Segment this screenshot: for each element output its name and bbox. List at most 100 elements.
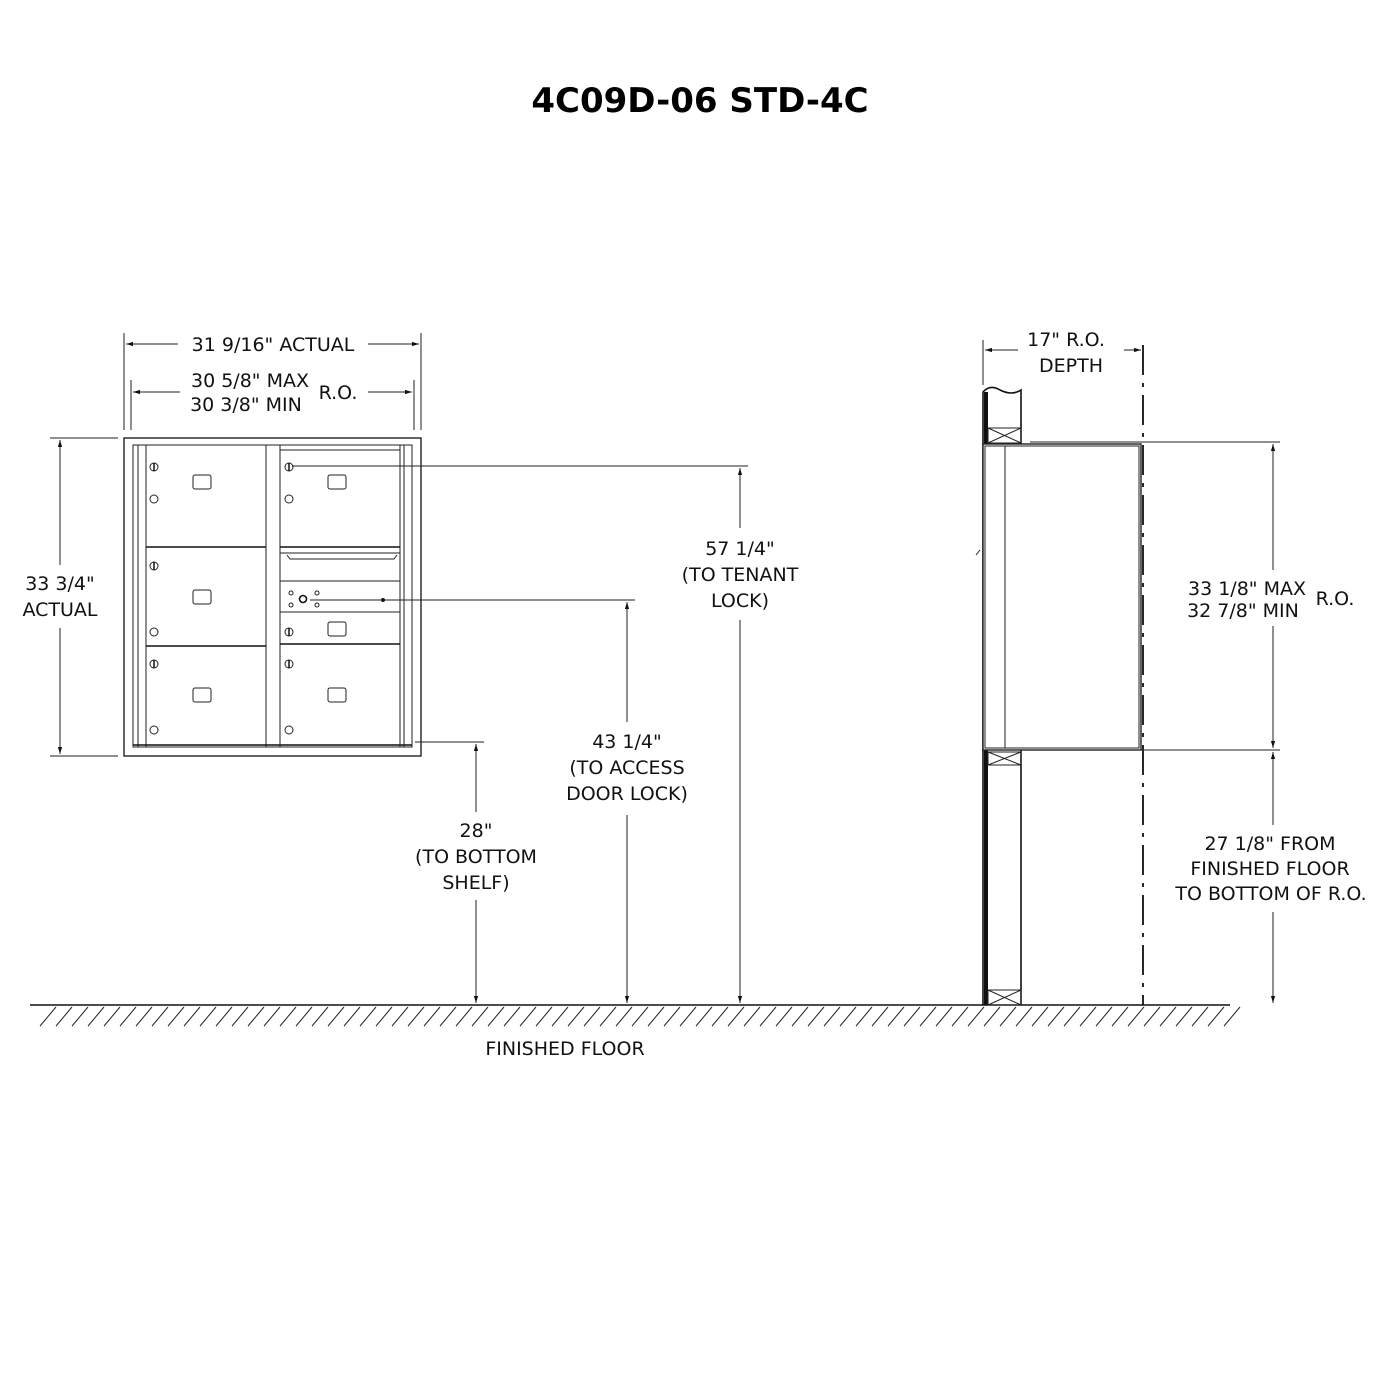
stud-block <box>987 751 1022 766</box>
ro-min-height: 32 7/8" MIN <box>1187 600 1299 622</box>
outgoing-mail-slot <box>280 552 400 582</box>
floor-hatch-line <box>711 1006 729 1027</box>
floor-hatch-line <box>1191 1006 1209 1027</box>
floor-hatch-line <box>1143 1006 1161 1027</box>
ro-max-label: 30 5/8" MAX <box>191 370 309 392</box>
floor-hatch-line <box>983 1006 1001 1027</box>
tenant-door <box>146 462 266 548</box>
floor-hatch-line <box>599 1006 617 1027</box>
floor-hatch-line <box>887 1006 905 1027</box>
floor-hatch-line <box>375 1006 393 1027</box>
floor-hatch-line <box>199 1006 217 1027</box>
bottom-shelf-label: SHELF) <box>442 872 509 894</box>
floor-hatch-line <box>71 1006 89 1027</box>
depth-value: 17" R.O. <box>1027 329 1105 351</box>
floor-hatch-line <box>807 1006 825 1027</box>
tenant-door <box>284 659 347 735</box>
floor-hatch-line <box>87 1006 105 1027</box>
floor-hatch-line <box>519 1006 537 1027</box>
width-actual-label: 31 9/16" ACTUAL <box>192 334 355 356</box>
floor-hatch-line <box>791 1006 809 1027</box>
floor-hatch-line <box>471 1006 489 1027</box>
bottom-shelf-label: (TO BOTTOM <box>415 846 537 868</box>
floor-hatch-line <box>327 1006 345 1027</box>
floor-hatch-line <box>1031 1006 1049 1027</box>
from-floor-height: 27 1/8" FROM <box>1204 833 1335 855</box>
floor-hatch-line <box>1063 1006 1081 1027</box>
floor-hatch-line <box>119 1006 137 1027</box>
floor-hatch-line <box>231 1006 249 1027</box>
access-lock-label: DOOR LOCK) <box>566 783 688 805</box>
floor-hatch-line <box>743 1006 761 1027</box>
mailbox-side-profile <box>982 443 1142 751</box>
access-door-lock-panel <box>280 590 400 613</box>
ro-label: R.O. <box>319 382 358 404</box>
floor-hatch-line <box>39 1006 57 1027</box>
side-view: 17" R.O. DEPTH 33 1/8" MAX 32 7/8" MIN R… <box>975 329 1367 1006</box>
floor-hatch-line <box>1111 1006 1129 1027</box>
floor-hatch-line <box>1223 1006 1241 1027</box>
floor-hatch-line <box>839 1006 857 1027</box>
height-actual-value: 33 3/4" <box>25 573 95 595</box>
floor-hatch-line <box>263 1006 281 1027</box>
floor-hatch-line <box>407 1006 425 1027</box>
floor-hatch-line <box>343 1006 361 1027</box>
front-view: 31 9/16" ACTUAL 30 5/8" MAX 30 3/8" MIN … <box>22 333 799 1003</box>
access-lock-label: (TO ACCESS <box>569 757 684 779</box>
floor-hatch-line <box>55 1006 73 1027</box>
ro-min-label: 30 3/8" MIN <box>190 394 302 416</box>
floor-hatch-line <box>1127 1006 1145 1027</box>
from-floor-label: FINISHED FLOOR <box>1190 858 1349 880</box>
floor-hatch-line <box>551 1006 569 1027</box>
floor-hatch-line <box>759 1006 777 1027</box>
tenant-door <box>280 462 400 548</box>
floor-hatch-line <box>391 1006 409 1027</box>
floor-hatch-line <box>1047 1006 1065 1027</box>
stud-block <box>987 427 1022 444</box>
floor-hatch-line <box>535 1006 553 1027</box>
floor-hatch-line <box>135 1006 153 1027</box>
ro-max-height: 33 1/8" MAX <box>1188 578 1306 600</box>
floor-hatch-line <box>311 1006 329 1027</box>
floor-hatch-line <box>423 1006 441 1027</box>
tenant-lock-label: LOCK) <box>711 590 769 612</box>
floor-hatch-line <box>647 1006 665 1027</box>
floor-hatch-line <box>855 1006 873 1027</box>
tenant-lock-height: 57 1/4" <box>705 538 775 560</box>
tenant-door <box>146 561 266 647</box>
floor-hatch-line <box>1159 1006 1177 1027</box>
floor-hatch-line <box>935 1006 953 1027</box>
depth-label: DEPTH <box>1039 355 1103 377</box>
floor-hatch-line <box>103 1006 121 1027</box>
floor-hatch-line <box>871 1006 889 1027</box>
floor-hatch-line <box>503 1006 521 1027</box>
ro-label-side: R.O. <box>1316 588 1355 610</box>
finished-floor: FINISHED FLOOR <box>30 1004 1241 1060</box>
floor-hatch-line <box>215 1006 233 1027</box>
floor-hatch-line <box>775 1006 793 1027</box>
floor-hatch-line <box>679 1006 697 1027</box>
floor-hatch-line <box>663 1006 681 1027</box>
floor-hatch-line <box>247 1006 265 1027</box>
floor-hatch-line <box>455 1006 473 1027</box>
mailbox-frame <box>123 437 422 757</box>
from-floor-label: TO BOTTOM OF R.O. <box>1174 883 1366 905</box>
floor-hatch-line <box>439 1006 457 1027</box>
bottom-shelf-height: 28" <box>460 820 493 842</box>
floor-hatch-line <box>359 1006 377 1027</box>
parcel-door-small <box>280 621 400 645</box>
floor-hatch-line <box>1095 1006 1113 1027</box>
tenant-lock-label: (TO TENANT <box>682 564 799 586</box>
floor-hatch-line <box>567 1006 585 1027</box>
floor-label: FINISHED FLOOR <box>485 1038 644 1060</box>
floor-hatch-line <box>151 1006 169 1027</box>
floor-hatch-line <box>631 1006 649 1027</box>
floor-hatch-line <box>1175 1006 1193 1027</box>
floor-hatch-line <box>919 1006 937 1027</box>
floor-hatch-line <box>695 1006 713 1027</box>
drawing-title: 4C09D-06 STD-4C <box>531 81 868 121</box>
floor-hatch-line <box>487 1006 505 1027</box>
floor-hatch-line <box>1015 1006 1033 1027</box>
floor-hatch-line <box>967 1006 985 1027</box>
access-lock-height: 43 1/4" <box>592 731 662 753</box>
